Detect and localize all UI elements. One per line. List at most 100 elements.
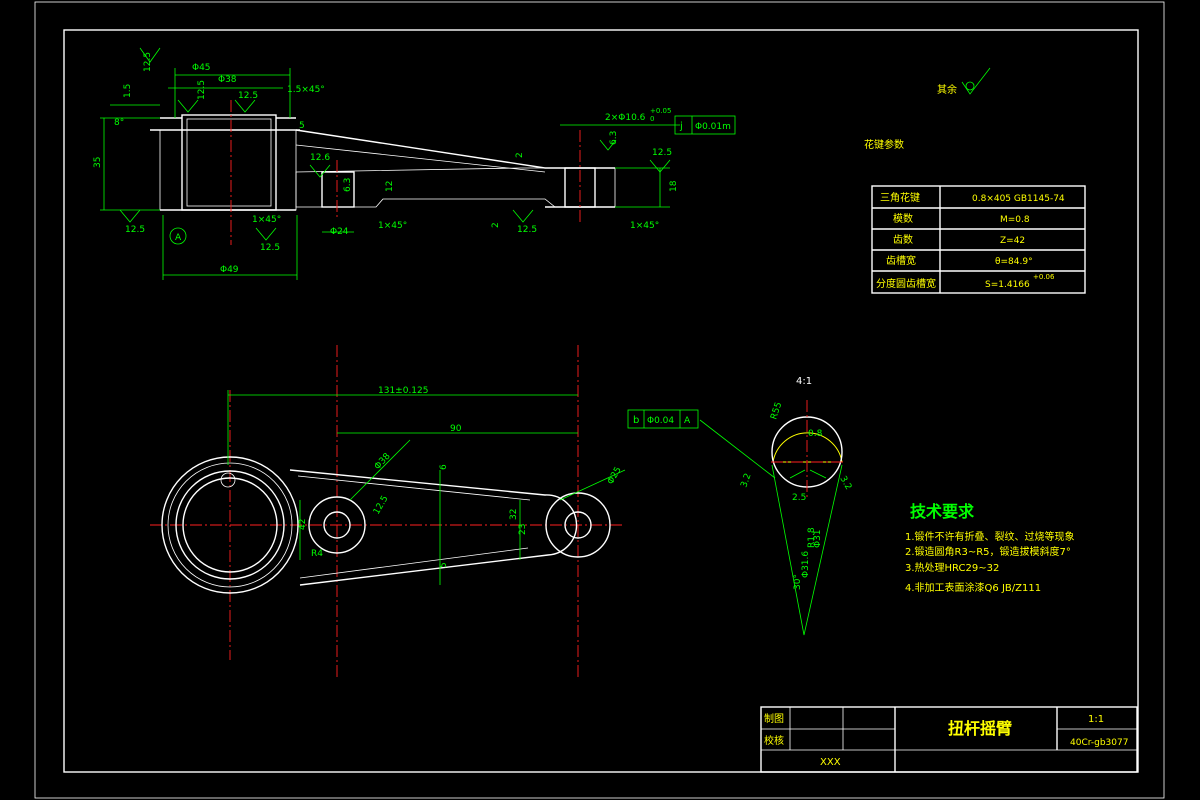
datum-a-label: A (175, 233, 182, 243)
dim-angle-8: 8° (114, 118, 124, 128)
detail-dim-r55: R55 (769, 401, 784, 421)
position-frame-symbol: b (633, 415, 639, 426)
tech-requirements: 技术要求 1.锻件不许有折叠、裂纹、过烧等现象 2.锻造圆角R3~R5，锻造拔模… (905, 502, 1075, 594)
part-name: 扭杆摇臂 (948, 719, 1012, 738)
arm-section (295, 167, 566, 208)
pitch-slot-row-name: 分度圆齿槽宽 (876, 277, 936, 290)
slot-row-value: θ=84.9° (995, 257, 1033, 267)
dim-35: 35 (93, 157, 103, 168)
tech-req-item-3: 3.热处理HRC29~32 (905, 561, 999, 574)
dim-chamfer-mid: 1×45° (378, 221, 407, 231)
roughness-note-label: 其余 (937, 83, 957, 96)
dim-rough-2: 12.5 (197, 80, 207, 100)
dim-dia49: Φ49 (220, 265, 239, 275)
pitch-slot-tolerance: +0.06 (1033, 273, 1055, 281)
title-block: 制图 校核 扭杆摇臂 1:1 40Cr-gb3077 XXX (760, 706, 1138, 773)
detail-scale: 4:1 (796, 376, 812, 387)
bore-wall-left (159, 129, 183, 211)
dim-rough-1: 12.5 (143, 52, 153, 72)
tech-req-item-4: 4.非加工表面涂漆Q6 JB/Z111 (905, 581, 1041, 594)
spline-params-title: 花键参数 (864, 138, 904, 151)
bore-inner (181, 114, 277, 211)
dim-rough-3: 12.5 (238, 91, 258, 101)
dim-5: 5 (299, 121, 305, 131)
roughness-note: 其余 (937, 67, 991, 96)
detail-dim-r1-8: R1.8 (807, 527, 817, 548)
detail-dim-2-5: 2.5 (792, 493, 806, 503)
tech-req-item-2: 2.锻造圆角R3~R5，锻造拔模斜度7° (905, 545, 1071, 558)
dim-6-bottom: 5 (439, 562, 449, 568)
drawing-scale: 1:1 (1088, 714, 1104, 725)
tolerance-value: Φ0.01m (695, 122, 731, 132)
outer-border (34, 1, 1165, 799)
dim-23: 23 (518, 524, 528, 535)
checked-by-label: 校核 (764, 734, 784, 747)
position-frame (627, 409, 699, 429)
dim-18: 18 (669, 180, 679, 192)
pin-boss (545, 492, 611, 558)
dim-chamfer-bottom: 1×45° (252, 215, 281, 225)
dim-90: 90 (450, 424, 462, 434)
teeth-row-value: Z=42 (1000, 236, 1025, 246)
dim-rough-12-6: 12.6 (310, 153, 330, 163)
hub-outer (161, 456, 299, 594)
detail-view: 4:1 b Φ0.04 A R55 0.8 3.2 2.5 3.2 R1.8 Φ… (627, 376, 853, 636)
inner-border (63, 29, 1139, 773)
dim-tol-upper: +0.05 (650, 107, 671, 115)
author: XXX (820, 757, 841, 768)
detail-dim-30: 30° (793, 574, 803, 590)
tolerance-symbol: j (679, 121, 683, 132)
tolerance-frame (674, 115, 736, 135)
dim-rough-7: 6.3 (609, 131, 619, 145)
module-row-value: M=0.8 (1000, 215, 1030, 225)
dim-2-bottom: 2 (491, 222, 501, 228)
dim-dia45: Φ45 (192, 63, 211, 73)
dim-6-top: 6 (439, 464, 449, 470)
detail-dim-dia31: Φ31 (813, 529, 823, 548)
bore-wall-right (275, 129, 297, 211)
position-frame-value: Φ0.04 (647, 416, 674, 426)
position-frame-datum: A (684, 416, 691, 426)
dim-131: 131±0.125 (378, 386, 428, 396)
dim-1-5: 1.5 (123, 84, 133, 98)
dim-r4: R4 (311, 549, 323, 559)
pitch-slot-row-value: S=1.4166 (985, 280, 1030, 290)
mid-boss (308, 496, 366, 554)
dim-rough-8: 12.5 (652, 148, 672, 158)
tech-req-item-1: 1.锻件不许有折叠、裂纹、过烧等现象 (905, 530, 1075, 543)
dim-rough-6-3: 6.3 (343, 178, 353, 192)
dim-rough-plan: 12.5 (372, 494, 391, 516)
plan-view: 131±0.125 90 Φ38 42 R4 6 12.5 32 23 Φ25 … (150, 345, 626, 680)
dim-32: 32 (509, 509, 519, 520)
dim-spline-dia: Φ38 (373, 451, 393, 472)
spline-row-value: 0.8×405 GB1145-74 (972, 194, 1065, 204)
slot-row-name: 齿槽宽 (886, 254, 916, 267)
spline-row-name: 三角花键 (880, 191, 920, 204)
dim-12: 12 (385, 181, 395, 192)
dim-tol-lower: 0 (650, 115, 654, 123)
datum-a-bubble (169, 227, 187, 245)
dim-42: 42 (298, 519, 308, 530)
dim-dia38: Φ38 (218, 75, 237, 85)
dim-dia25: Φ25 (606, 465, 624, 486)
detail-dim-dia31-6: Φ31.6 (801, 551, 811, 578)
detail-dim-3-2-right: 3.2 (837, 475, 853, 492)
dim-dia10-6: 2×Φ10.6 (605, 113, 646, 123)
spline-params-table: 花键参数 三角花键 0.8×405 GB1145-74 模数 M=0.8 齿数 … (864, 138, 1086, 294)
section-view: Φ45 Φ38 1.5×45° 12.5 12.5 12.5 1.5 8° 35… (93, 47, 736, 280)
dim-dia24: Φ24 (330, 227, 349, 237)
detail-dim-0-8: 0.8 (808, 429, 823, 439)
dim-chamfer-right: 1×45° (630, 221, 659, 231)
drawn-by-label: 制图 (764, 712, 784, 725)
detail-dim-3-2-left: 3.2 (739, 472, 753, 489)
dim-rough-5: 12.5 (260, 243, 280, 253)
dim-chamfer-top: 1.5×45° (287, 85, 325, 95)
dim-rough-6: 12.5 (517, 225, 537, 235)
dim-2-top: 2 (515, 152, 525, 158)
tech-requirements-title: 技术要求 (910, 502, 975, 521)
material: 40Cr-gb3077 (1070, 738, 1128, 748)
dim-rough-4: 12.5 (125, 225, 145, 235)
module-row-name: 模数 (893, 212, 913, 225)
teeth-row-name: 齿数 (893, 233, 913, 246)
